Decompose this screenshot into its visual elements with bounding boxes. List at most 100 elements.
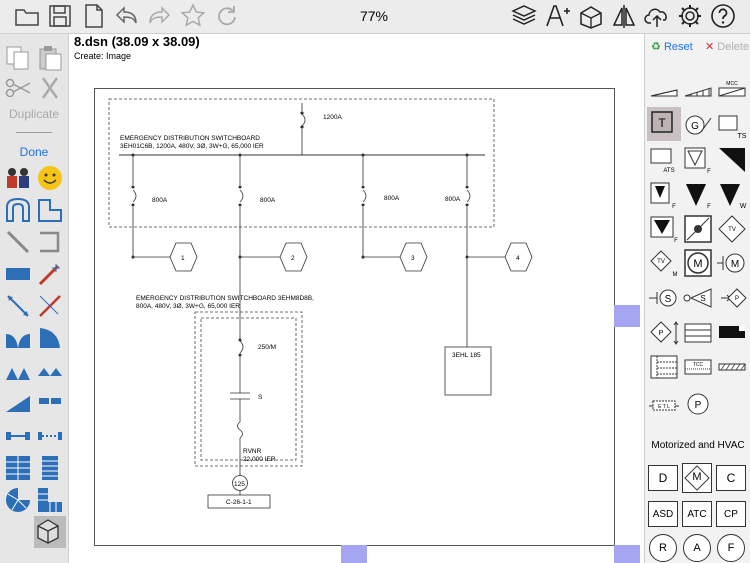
line-tool-icon[interactable]	[4, 228, 32, 256]
duplicate-button[interactable]: Duplicate	[8, 107, 60, 121]
smiley-icon[interactable]	[36, 164, 64, 192]
symbol-s-circle[interactable]: S	[649, 283, 679, 313]
motor-circle-label: M	[693, 258, 702, 270]
stairs-icon[interactable]	[4, 454, 32, 482]
ramp-icon[interactable]	[4, 388, 32, 416]
zoom-level[interactable]: 77%	[359, 8, 389, 24]
symbol-motor-line[interactable]: M	[717, 248, 747, 278]
gear-icon[interactable]	[677, 3, 703, 29]
mcc-label: MCC	[726, 81, 738, 87]
symbol-switchboard-filled[interactable]	[717, 318, 747, 348]
key-atc[interactable]: ATC	[682, 501, 712, 527]
drawing-sheet[interactable]: EMERGENCY DISTRIBUTION SWITCHBOARD 3EH01…	[94, 88, 615, 546]
delete-x-icon[interactable]	[36, 74, 64, 102]
stairs-straight-icon[interactable]	[36, 454, 64, 482]
symbol-p-diamond-arrow[interactable]: P	[649, 318, 679, 348]
3d-box-icon[interactable]	[34, 516, 66, 548]
symbol-triangle-w[interactable]: W	[717, 180, 747, 210]
symbol-cable-tray[interactable]	[683, 74, 713, 104]
symbol-motor-circle[interactable]: M	[683, 248, 713, 278]
paste-icon[interactable]	[36, 44, 64, 72]
switchboard-2-title: EMERGENCY DISTRIBUTION SWITCHBOARD 3EHM8…	[136, 295, 314, 302]
symbol-busway[interactable]	[649, 74, 679, 104]
symbol-mcc[interactable]: MCC	[717, 74, 747, 104]
dimension-angle-icon[interactable]	[36, 292, 64, 320]
divider	[16, 132, 52, 133]
starter-rating: 22,000 IER	[243, 456, 276, 463]
people-icon[interactable]	[4, 164, 32, 192]
cut-icon[interactable]	[4, 74, 32, 102]
fuse-box-label: F	[672, 204, 676, 210]
help-icon[interactable]	[710, 3, 736, 29]
switchboard-1-title: EMERGENCY DISTRIBUTION SWITCHBOARD	[120, 135, 260, 142]
l-shape-icon[interactable]	[36, 196, 64, 224]
resize-handle-right[interactable]	[614, 305, 640, 327]
double-door-icon[interactable]	[4, 324, 32, 352]
motorized-hvac-heading: Motorized and HVAC	[651, 440, 745, 451]
sliding-window-icon[interactable]	[4, 422, 32, 450]
text-size-icon[interactable]	[544, 3, 570, 29]
layers-icon[interactable]	[511, 3, 537, 29]
resize-handle-corner[interactable]	[614, 545, 640, 563]
rectangle-tool-icon[interactable]	[4, 260, 32, 288]
symbol-tcc[interactable]: TCC	[683, 352, 713, 382]
reset-button[interactable]: ♻ Reset	[651, 40, 693, 53]
symbol-fuse-box-f[interactable]: F	[649, 180, 679, 210]
svg-text:S: S	[700, 294, 705, 303]
symbol-tv-diamond[interactable]: TV	[717, 214, 747, 244]
single-door-icon[interactable]	[36, 324, 64, 352]
key-m-diamond[interactable]: M	[682, 463, 712, 493]
triangle-f-label: F	[707, 204, 711, 210]
key-r[interactable]: R	[649, 534, 677, 562]
symbol-vfd[interactable]	[683, 214, 713, 244]
delete-button[interactable]: ✕ Delete	[705, 40, 749, 53]
symbol-fuse-triangle[interactable]: F	[683, 145, 713, 175]
symbol-s-triangle[interactable]: S	[683, 283, 713, 313]
symbol-filled-triangle-box[interactable]: F	[649, 214, 679, 244]
undo-icon[interactable]	[113, 3, 139, 29]
symbol-grid-panel[interactable]	[649, 352, 679, 382]
measure-line-icon[interactable]	[36, 260, 64, 288]
insert-box-icon[interactable]	[578, 3, 604, 29]
folding-door-icon[interactable]	[36, 356, 64, 384]
bracket-tool-icon[interactable]	[36, 228, 64, 256]
window-icon[interactable]	[36, 388, 64, 416]
triangle-w-label: W	[740, 203, 747, 210]
symbol-triangle-filled[interactable]	[717, 145, 747, 175]
cloud-upload-icon[interactable]	[644, 3, 670, 29]
symbol-transformer-selected[interactable]: T	[647, 107, 681, 141]
spiral-stairs-icon[interactable]	[4, 486, 32, 514]
done-button[interactable]: Done	[19, 145, 49, 159]
new-document-icon[interactable]	[81, 3, 107, 29]
dimension-diagonal-icon[interactable]	[4, 292, 32, 320]
symbol-p-circle[interactable]: P	[683, 389, 713, 419]
symbol-panel-lines[interactable]	[683, 318, 713, 348]
drawing-canvas[interactable]: 8.dsn (38.09 x 38.09) Create: Image EMER…	[69, 34, 644, 563]
stairs-turn-icon[interactable]	[36, 486, 64, 514]
bifold-door-icon[interactable]	[4, 356, 32, 384]
redo-icon[interactable]	[147, 3, 173, 29]
flip-icon[interactable]	[611, 3, 637, 29]
key-c[interactable]: C	[716, 465, 746, 491]
symbol-generator[interactable]: G	[683, 110, 713, 140]
save-icon[interactable]	[47, 3, 73, 29]
copy-icon[interactable]	[4, 44, 32, 72]
refresh-icon[interactable]	[213, 3, 239, 29]
symbol-triangle-f[interactable]: F	[683, 180, 713, 210]
dashed-wall-icon[interactable]	[36, 422, 64, 450]
symbol-transfer-switch[interactable]: TS	[717, 110, 747, 140]
symbol-relay-contacts[interactable]: E T L	[649, 389, 679, 419]
folder-icon[interactable]	[14, 3, 40, 29]
symbol-p-arrow[interactable]: P	[717, 283, 747, 313]
arch-shape-icon[interactable]	[4, 196, 32, 224]
key-f[interactable]: F	[717, 534, 745, 562]
key-cp[interactable]: CP	[716, 501, 746, 527]
favorite-star-icon[interactable]	[180, 3, 206, 29]
resize-handle-bottom[interactable]	[341, 545, 367, 563]
key-a[interactable]: A	[683, 534, 711, 562]
key-asd[interactable]: ASD	[648, 501, 678, 527]
key-d[interactable]: D	[648, 465, 678, 491]
symbol-ats[interactable]: ATS	[649, 145, 679, 175]
symbol-hatched-bar[interactable]	[717, 352, 747, 382]
